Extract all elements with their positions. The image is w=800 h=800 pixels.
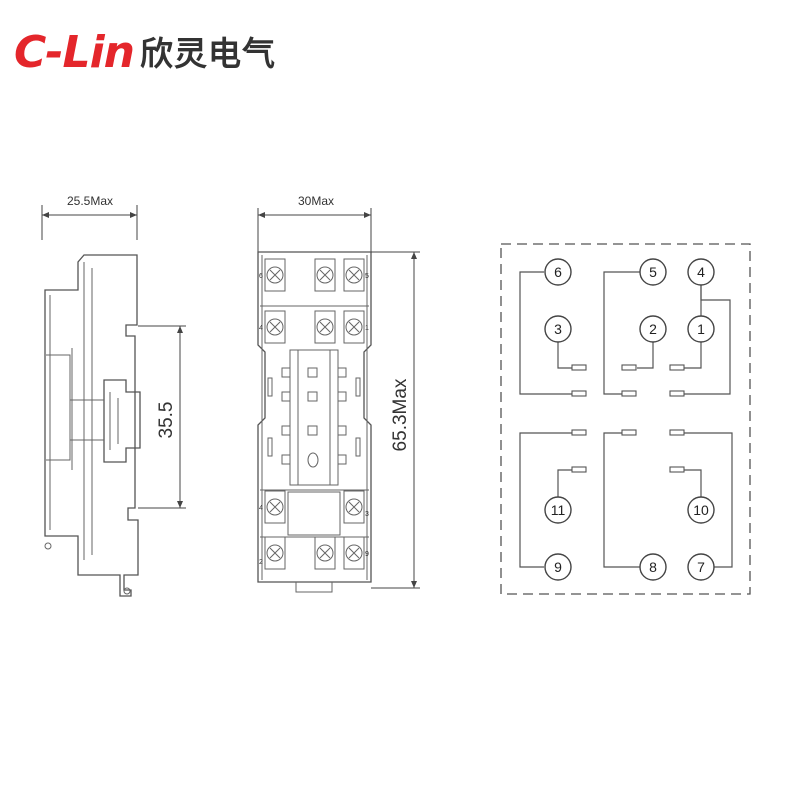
svg-text:6: 6	[554, 264, 562, 280]
arrowhead	[42, 212, 49, 218]
wire	[519, 271, 572, 395]
wire	[684, 285, 731, 395]
front-width-label: 30Max	[298, 194, 334, 208]
side-foot	[44, 542, 52, 550]
svg-text:5: 5	[649, 264, 657, 280]
front-view: 30Max	[257, 194, 420, 593]
wire	[637, 340, 654, 369]
front-terminal-screws	[264, 258, 365, 570]
front-terminal-marks: 6 4 5 1 4 3 2 9	[259, 273, 369, 566]
pin-4: 4	[687, 258, 715, 286]
wire	[557, 340, 572, 369]
svg-text:9: 9	[554, 559, 562, 575]
arrowhead	[177, 501, 183, 508]
company-name: 欣灵电气	[140, 34, 276, 73]
wire	[684, 432, 733, 568]
svg-text:1: 1	[697, 321, 705, 337]
arrowhead	[177, 326, 183, 333]
front-height-label: 65.3Max	[390, 378, 411, 451]
pin-1: 1	[687, 315, 715, 343]
side-foot	[123, 587, 131, 595]
pin-2: 2	[639, 315, 667, 343]
wire	[603, 271, 640, 395]
terminal-mark: 4	[259, 325, 263, 332]
pin-11: 11	[544, 496, 572, 524]
arrowhead	[411, 581, 417, 588]
terminal-mark: 4	[259, 505, 263, 512]
wiring-diagram: 6 5 4 3 2 1 11 10 9 8 7	[500, 243, 751, 595]
terminal-mark: 1	[365, 325, 369, 332]
side-width-label: 25.5Max	[67, 194, 113, 208]
side-body-outline	[44, 254, 139, 597]
arrowhead	[364, 212, 371, 218]
wire	[519, 432, 572, 568]
header: C-Lin 欣灵电气	[0, 0, 800, 100]
side-inner-lines	[46, 295, 73, 530]
front-socket-frame	[289, 349, 339, 486]
front-bottom-tab	[295, 582, 333, 593]
front-lower-block	[287, 491, 341, 536]
terminal-mark: 6	[259, 273, 263, 280]
wiring-dashed-border	[500, 243, 751, 595]
svg-text:7: 7	[697, 559, 705, 575]
pin-3: 3	[544, 315, 572, 343]
pin-5: 5	[639, 258, 667, 286]
side-inner-lines-2	[83, 262, 93, 560]
brand-logo: C-Lin	[14, 27, 135, 78]
arrowhead	[258, 212, 265, 218]
svg-text:3: 3	[554, 321, 562, 337]
svg-text:2: 2	[649, 321, 657, 337]
side-height-label: 35.5	[156, 402, 177, 439]
pin-8: 8	[639, 553, 667, 581]
side-view: 25.5Max 35.5	[41, 194, 186, 597]
svg-text:8: 8	[649, 559, 657, 575]
front-socket-frame-inner	[297, 350, 331, 485]
terminal-mark: 5	[365, 273, 369, 280]
wire	[603, 432, 640, 568]
pin-6: 6	[544, 258, 572, 286]
side-clip-details	[70, 392, 119, 450]
wire	[684, 340, 702, 369]
front-socket-holes	[267, 367, 361, 468]
svg-text:4: 4	[697, 264, 705, 280]
svg-text:11: 11	[551, 502, 566, 518]
arrowhead	[130, 212, 137, 218]
pin-9: 9	[544, 553, 572, 581]
wire	[557, 469, 572, 497]
front-body-outline	[257, 251, 372, 583]
terminal-mark: 9	[365, 551, 369, 558]
terminal-mark: 2	[259, 559, 263, 566]
wire	[684, 469, 702, 497]
arrowhead	[411, 252, 417, 259]
pin-7: 7	[687, 553, 715, 581]
terminal-mark: 3	[365, 511, 369, 518]
side-mounting-clip	[103, 379, 141, 463]
svg-text:10: 10	[693, 502, 709, 518]
pin-10: 10	[687, 496, 715, 524]
relay-contacts	[571, 364, 685, 473]
